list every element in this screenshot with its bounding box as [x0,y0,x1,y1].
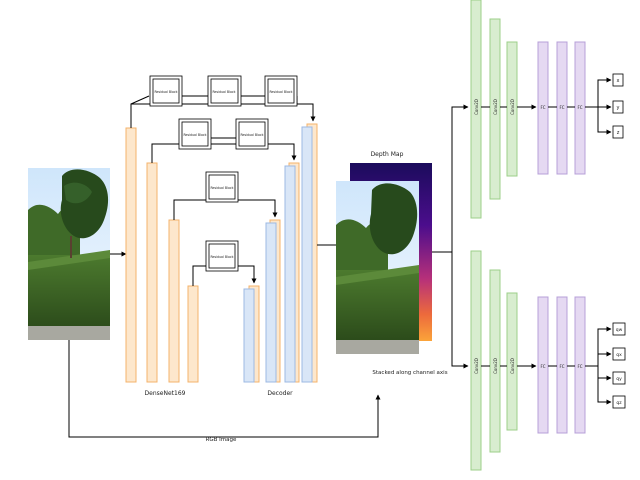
svg-text:Conv2D: Conv2D [474,358,479,374]
svg-text:Conv2D: Conv2D [510,99,515,115]
encoder-label: DenseNet169 [145,390,186,397]
output-x: x [617,78,620,84]
output-y-box [612,100,624,114]
output-qw: qw [616,328,623,333]
residual-block-top-1: Residual Block [149,75,183,107]
conv-block-4 [470,250,482,471]
output-qw-box [612,322,626,336]
residual-block-top-3: Residual Block [264,75,298,107]
svg-text:Residual Block: Residual Block [183,133,206,137]
output-y: y [617,105,620,111]
svg-text:Conv2D: Conv2D [474,99,479,115]
fc-block-4 [537,296,549,434]
svg-text:FC: FC [559,364,564,369]
position-head: Conv2D Conv2D Conv2D FC FC FC x y z [470,0,624,219]
svg-text:Residual Block: Residual Block [240,133,263,137]
residual-block-3: Residual Block [205,171,239,203]
svg-text:Residual Block: Residual Block [212,90,235,94]
edge-stack-split [432,104,469,253]
skip-connection-1 [130,103,316,128]
depth-map-label: Depth Map [371,151,404,158]
svg-text:Conv2D: Conv2D [510,358,515,374]
svg-text:Conv2D: Conv2D [493,358,498,374]
svg-text:Residual Block: Residual Block [210,255,233,259]
residual-block-mid-1: Residual Block [178,118,212,150]
output-z-box [612,125,624,139]
skip-connection-3 [173,199,278,220]
output-qy-box [612,371,626,385]
decoder-label: Decoder [267,390,293,397]
encoder-block-3 [168,219,180,383]
conv-block-1 [470,0,482,219]
output-qx: qx [616,353,622,358]
svg-text:FC: FC [577,105,582,110]
decoder-block-4 [301,126,313,383]
skip-connection-2 [151,143,297,163]
conv-block-3 [506,41,518,177]
edge-rgb-bypass [68,340,381,438]
svg-text:FC: FC [540,364,545,369]
encoder-block-1 [125,127,137,383]
residual-block-4: Residual Block [205,240,239,272]
conv-block-5 [489,269,501,453]
decoder-block-1 [243,288,255,383]
decoder-block-2 [265,222,277,383]
output-z: z [617,130,620,136]
svg-text:Residual Block: Residual Block [210,186,233,190]
svg-text:Residual Block: Residual Block [269,90,292,94]
encoder-block-4 [187,285,199,383]
skip-1-branch-a [130,95,150,105]
svg-text:FC: FC [577,364,582,369]
fc-block-6 [574,296,586,434]
output-qx-box [612,347,626,361]
conv-block-2 [489,18,501,200]
input-rgb-photo [28,168,110,340]
encoder-block-2 [146,162,158,383]
stacked-rgb-photo [336,181,419,354]
residual-block-top-2: Residual Block [207,75,242,107]
edge-stack-to-orientation [451,252,469,369]
output-qz-box [612,395,626,409]
svg-text:Residual Block: Residual Block [154,90,177,94]
output-x-box [612,73,624,87]
residual-block-mid-2: Residual Block [235,118,269,150]
fc-block-3 [574,41,586,175]
svg-text:FC: FC [559,105,564,110]
rgb-image-label: RGB Image [206,437,237,443]
stacked-label: Stacked along channel axis [372,370,447,376]
orientation-head: Conv2D Conv2D Conv2D FC FC FC qw qx qy q… [470,250,626,471]
output-qz: qz [616,401,622,406]
conv-block-6 [506,292,518,431]
svg-text:Conv2D: Conv2D [493,99,498,115]
output-qy: qy [616,377,622,382]
decoder-block-3 [284,165,296,383]
fc-block-5 [556,296,568,434]
svg-text:FC: FC [540,105,545,110]
fc-block-1 [537,41,549,175]
fc-block-2 [556,41,568,175]
